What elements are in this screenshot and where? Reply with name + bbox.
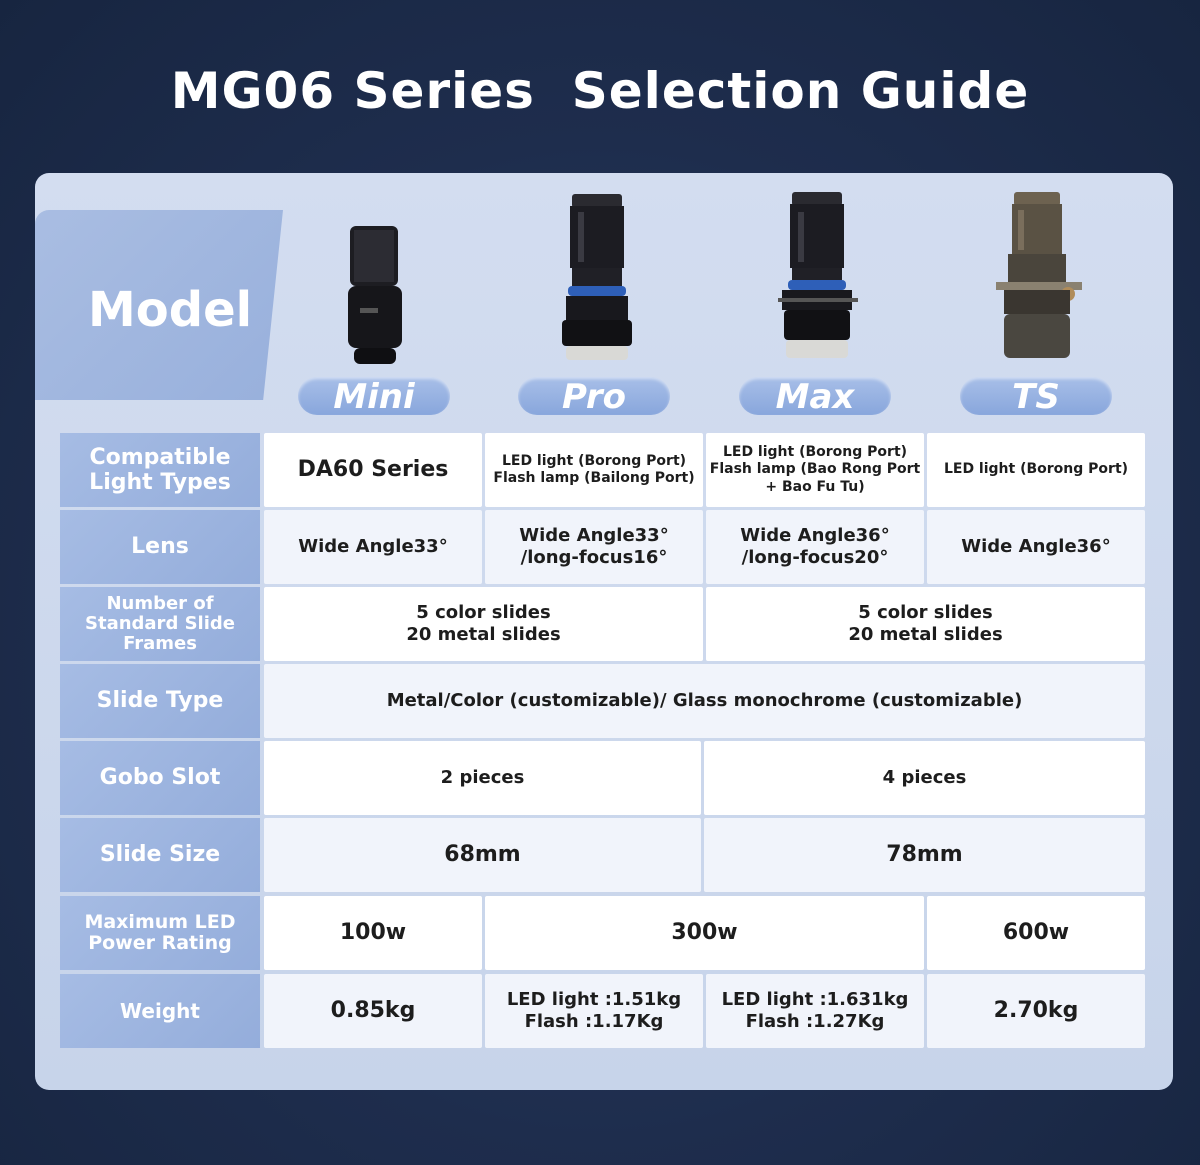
row-label-frames: Number of Standard Slide Frames	[60, 587, 260, 661]
cell-compatible-pro: LED light (Borong Port) Flash lamp (Bail…	[485, 433, 703, 507]
cell-compatible-ts: LED light (Borong Port)	[927, 433, 1145, 507]
cell-lens-ts: Wide Angle36°	[927, 510, 1145, 584]
row-label-slide-type: Slide Type	[60, 664, 260, 738]
cell-frames-mini-pro: 5 color slides 20 metal slides	[264, 587, 703, 661]
row-label-power: Maximum LED Power Rating	[60, 896, 260, 970]
ts-product-image	[996, 192, 1082, 358]
cell-frames-max-ts: 5 color slides 20 metal slides	[706, 587, 1145, 661]
cell-slide-size-max-ts: 78mm	[704, 818, 1145, 892]
model-label: Model	[88, 282, 253, 338]
mini-product-image	[348, 226, 402, 364]
cell-slide-size-mini-pro: 68mm	[264, 818, 701, 892]
cell-lens-max: Wide Angle36° /long-focus20°	[706, 510, 924, 584]
row-label-gobo: Gobo Slot	[60, 741, 260, 815]
page-title: MG06 Series Selection Guide	[170, 62, 1030, 120]
cell-gobo-max-ts: 4 pieces	[704, 741, 1145, 815]
row-label-weight: Weight	[60, 974, 260, 1048]
cell-lens-mini: Wide Angle33°	[264, 510, 482, 584]
cell-compatible-mini: DA60 Series	[264, 433, 482, 507]
model-pill-max: Max	[739, 377, 891, 417]
model-pill-pro: Pro	[518, 377, 670, 417]
cell-slide-type-all: Metal/Color (customizable)/ Glass monoch…	[264, 664, 1145, 738]
model-tab	[35, 210, 283, 400]
model-pill-ts: TS	[960, 377, 1112, 417]
cell-gobo-mini-pro: 2 pieces	[264, 741, 701, 815]
pro-product-image	[562, 194, 632, 360]
cell-power-ts: 600w	[927, 896, 1145, 970]
model-pill-mini: Mini	[298, 377, 450, 417]
cell-weight-max: LED light :1.631kg Flash :1.27Kg	[706, 974, 924, 1048]
row-label-slide-size: Slide Size	[60, 818, 260, 892]
max-product-image	[778, 192, 858, 358]
cell-power-pro-max: 300w	[485, 896, 924, 970]
cell-weight-mini: 0.85kg	[264, 974, 482, 1048]
cell-lens-pro: Wide Angle33° /long-focus16°	[485, 510, 703, 584]
cell-compatible-max: LED light (Borong Port) Flash lamp (Bao …	[706, 433, 924, 507]
cell-power-mini: 100w	[264, 896, 482, 970]
cell-weight-ts: 2.70kg	[927, 974, 1145, 1048]
row-label-compatible: Compatible Light Types	[60, 433, 260, 507]
row-label-lens: Lens	[60, 510, 260, 584]
cell-weight-pro: LED light :1.51kg Flash :1.17Kg	[485, 974, 703, 1048]
